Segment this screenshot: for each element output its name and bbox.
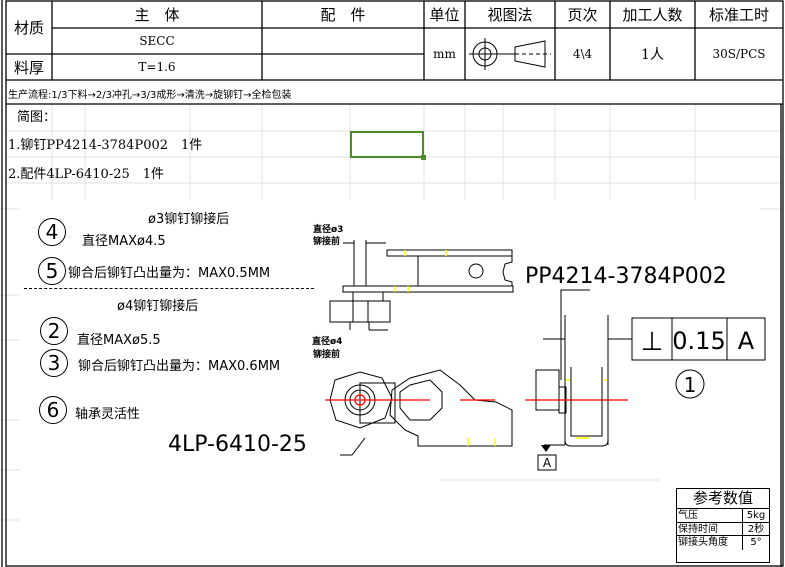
page-value: 4\4	[572, 47, 593, 61]
reference-title: 参考数值	[677, 489, 769, 509]
ref-key: 保持时间	[677, 522, 743, 535]
balloon-6: 6	[39, 396, 67, 424]
part-list-item-1: 1.铆钉PP4214-3784P002 1件	[8, 138, 203, 153]
tolerance-datum: A	[738, 327, 755, 355]
note-2-text: 直径MAXø5.5	[77, 333, 161, 348]
separator-dashed-line	[24, 288, 314, 289]
note-6-text: 轴承灵活性	[75, 407, 141, 422]
std-time-header: 标准工时	[708, 6, 769, 24]
ref-key: 铆接头角度	[677, 536, 743, 550]
material-label: 材质	[13, 19, 44, 37]
dim-top-line1: 直径ø3	[313, 223, 343, 235]
dim-bottom-line1: 直径ø4	[312, 335, 342, 347]
ref-value: 2秒	[747, 523, 765, 535]
part-list-item-2: 2.配件4LP-6410-25 1件	[8, 167, 165, 182]
accessory-header: 配 件	[320, 6, 366, 24]
material-value: SECC	[139, 34, 175, 48]
ref-value: 5kg	[746, 510, 766, 521]
dim-bottom-line2: 铆接前	[313, 348, 340, 360]
note-4-text: 直径MAXø4.5	[82, 234, 166, 249]
accessory-part-label: 4LP-6410-25	[168, 432, 307, 457]
std-time-value: 30S/PCS	[712, 47, 766, 61]
page-header: 页次	[567, 6, 598, 24]
note-5-text: 铆合后铆钉凸出量为：MAX0.5MM	[68, 266, 271, 281]
dim-top-line2: 铆接前	[313, 235, 340, 247]
projection-header: 视图法	[487, 6, 533, 24]
tolerance-value: 0.15	[672, 327, 725, 355]
table-row: 保持时间 2秒	[677, 522, 769, 536]
note-3-text: 铆合后铆钉凸出量为：MAX0.6MM	[78, 359, 281, 374]
rivet-part-label: PP4214-3784P002	[525, 264, 727, 289]
datum-label: A	[543, 456, 552, 470]
selected-cell[interactable]	[350, 131, 426, 160]
balloon-3: 3	[40, 349, 68, 377]
balloon-4: 4	[38, 218, 66, 246]
note-d4-title: ø4铆钉铆接后	[117, 299, 199, 314]
unit-value: mm	[433, 47, 456, 61]
balloon-2: 2	[40, 317, 68, 345]
ref-key: 气压	[677, 509, 743, 522]
table-row: 铆接头角度 5°	[677, 536, 769, 550]
thickness-label: 料厚	[13, 58, 44, 77]
process-flow: 生产流程:1/3下料→2/3冲孔→3/3成形→清洗→旋铆钉→全检包装	[8, 90, 292, 101]
ref-value: 5°	[750, 537, 762, 548]
sketch-label: 简图：	[17, 110, 57, 125]
unit-header: 单位	[429, 6, 460, 24]
main-body-header: 主 体	[134, 6, 180, 24]
third-angle-projection-icon	[469, 38, 551, 70]
workers-value: 1人	[641, 47, 664, 63]
balloon-1: 1	[684, 373, 697, 397]
workers-header: 加工人数	[622, 6, 683, 24]
perpendicularity-icon: ⊥	[641, 327, 664, 357]
note-d3-title: ø3铆钉铆接后	[148, 212, 230, 227]
thickness-value: T=1.6	[138, 60, 176, 74]
balloon-5: 5	[38, 257, 66, 285]
